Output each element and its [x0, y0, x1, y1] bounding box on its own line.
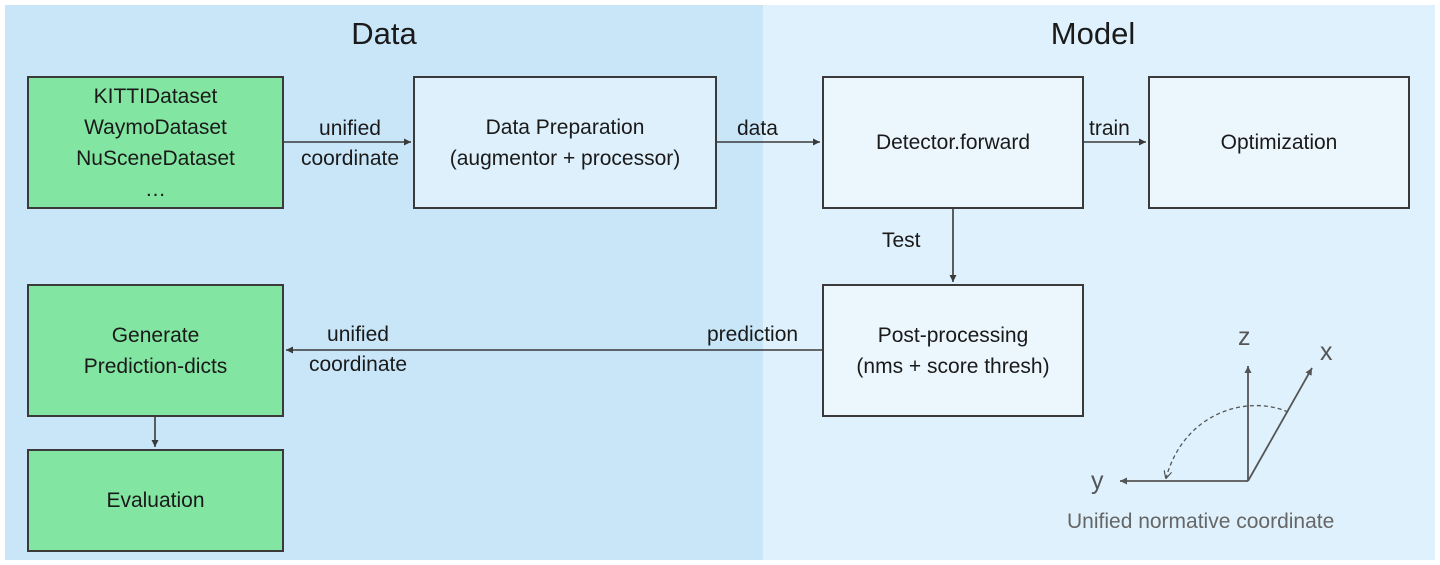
optimization-box: Optimization: [1148, 76, 1410, 209]
dataset-ellipsis: …: [145, 177, 166, 201]
edge-label-unified-bottom-line1: unified: [327, 323, 389, 346]
edge-label-data: data: [737, 117, 778, 140]
edge-label-prediction: prediction: [707, 323, 799, 346]
edge-label-test: Test: [882, 229, 921, 252]
z-axis-label: z: [1238, 323, 1251, 351]
evaluation-box: Evaluation: [27, 449, 284, 552]
dataset-kitti: KITTIDataset: [93, 84, 218, 108]
data-panel-title: Data: [351, 16, 417, 51]
edge-label-unified-top-line1: unified: [319, 117, 381, 140]
data-preparation-subtitle: (augmentor + processor): [449, 146, 681, 170]
post-processing-subtitle: (nms + score thresh): [856, 354, 1050, 378]
edge-label-unified-top-line2: coordinate: [300, 147, 400, 170]
generate-prediction-line2: Prediction-dicts: [83, 354, 228, 378]
data-preparation-box: Data Preparation (augmentor + processor): [413, 76, 717, 209]
detector-forward-box: Detector.forward: [822, 76, 1084, 209]
post-processing-title: Post-processing: [877, 323, 1029, 347]
edge-label-train: train: [1089, 117, 1130, 140]
post-processing-box: Post-processing (nms + score thresh): [822, 284, 1084, 417]
evaluation-label: Evaluation: [106, 489, 205, 512]
edge-label-unified-coordinate-top: unified coordinate: [292, 114, 408, 174]
dataset-nuscene: NuSceneDataset: [76, 146, 235, 170]
data-preparation-title: Data Preparation: [485, 115, 645, 139]
x-axis-label: x: [1320, 338, 1333, 366]
model-panel-title: Model: [1050, 16, 1136, 51]
optimization-label: Optimization: [1220, 131, 1338, 154]
generate-prediction-line1: Generate: [111, 323, 200, 347]
dataset-waymo: WaymoDataset: [84, 115, 227, 139]
datasets-box: KITTIDataset WaymoDataset NuSceneDataset…: [27, 76, 284, 209]
edge-label-unified-bottom-line2: coordinate: [308, 353, 408, 376]
generate-prediction-box: Generate Prediction-dicts: [27, 284, 284, 417]
y-axis-label: y: [1091, 467, 1104, 495]
coordinate-caption: Unified normative coordinate: [1067, 510, 1335, 533]
detector-forward-label: Detector.forward: [875, 131, 1031, 154]
edge-label-unified-coordinate-bottom: unified coordinate: [296, 320, 420, 380]
